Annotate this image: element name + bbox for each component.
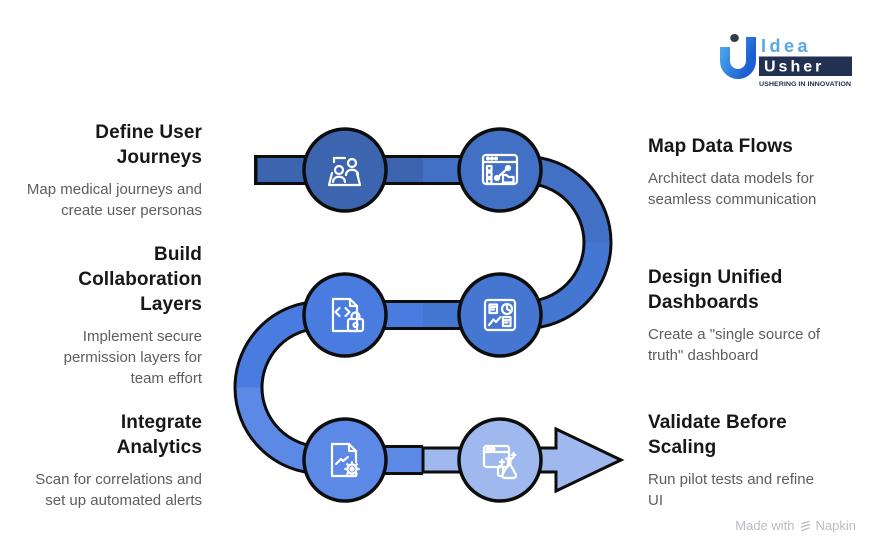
data-flow-icon bbox=[481, 153, 519, 186]
logo-u-mark bbox=[720, 37, 756, 79]
step-title: Design Unified Dashboards bbox=[648, 267, 783, 313]
step-block-map-data-flows: Map Data Flows Architect data models for… bbox=[648, 134, 858, 210]
step-node-6 bbox=[457, 417, 543, 503]
step-title: Define User Journeys bbox=[95, 122, 202, 168]
step-title: Validate Before Scaling bbox=[648, 412, 787, 458]
made-with-napkin-badge[interactable]: Made with Napkin bbox=[735, 518, 856, 533]
dashboard-icon bbox=[483, 298, 517, 332]
step-title: Build Collaboration Layers bbox=[78, 244, 202, 315]
sparkle-icon bbox=[498, 458, 506, 466]
step-description: Map medical journeys and create user per… bbox=[26, 181, 202, 219]
sparkle-icon bbox=[510, 451, 517, 459]
step-block-build-collaboration-layers: Build Collaboration Layers Implement sec… bbox=[0, 242, 202, 389]
step-node-3 bbox=[457, 272, 543, 358]
logo-tagline: USHERING IN INNOVATION bbox=[759, 81, 851, 88]
step-title: Map Data Flows bbox=[648, 136, 793, 157]
step-block-define-user-journeys: Define User Journeys Map medical journey… bbox=[0, 120, 202, 221]
analytics-doc-icon bbox=[330, 442, 360, 478]
logo-brand-bottom: Usher bbox=[764, 59, 824, 76]
step-description: Create a "single source of truth" dashbo… bbox=[648, 326, 821, 364]
logo-brand-top: Idea bbox=[761, 36, 811, 56]
step-description: Run pilot tests and refine UI bbox=[648, 471, 814, 509]
step-title: Integrate Analytics bbox=[116, 412, 202, 458]
step-description: Architect data models for seamless commu… bbox=[648, 170, 817, 208]
step-node-2 bbox=[457, 127, 543, 213]
user-personas-icon bbox=[327, 156, 362, 187]
made-with-label: Made with bbox=[735, 518, 795, 533]
napkin-icon bbox=[800, 520, 810, 531]
step-node-1 bbox=[302, 127, 388, 213]
logo-dot bbox=[730, 34, 739, 42]
gear-icon bbox=[344, 461, 360, 477]
step-block-validate-before-scaling: Validate Before Scaling Run pilot tests … bbox=[648, 410, 858, 511]
step-description: Scan for correlations and set up automat… bbox=[35, 471, 202, 509]
step-description: Implement secure permission layers for t… bbox=[63, 328, 202, 387]
step-block-integrate-analytics: Integrate Analytics Scan for correlation… bbox=[0, 410, 202, 511]
idea-usher-logo: Idea Usher USHERING IN INNOVATION bbox=[720, 34, 852, 88]
napkin-brand-label: Napkin bbox=[815, 518, 856, 533]
logo-name-box bbox=[759, 56, 852, 76]
step-block-design-unified-dashboards: Design Unified Dashboards Create a "sing… bbox=[648, 265, 858, 366]
secure-code-icon bbox=[331, 297, 365, 333]
pilot-test-icon bbox=[482, 444, 518, 480]
